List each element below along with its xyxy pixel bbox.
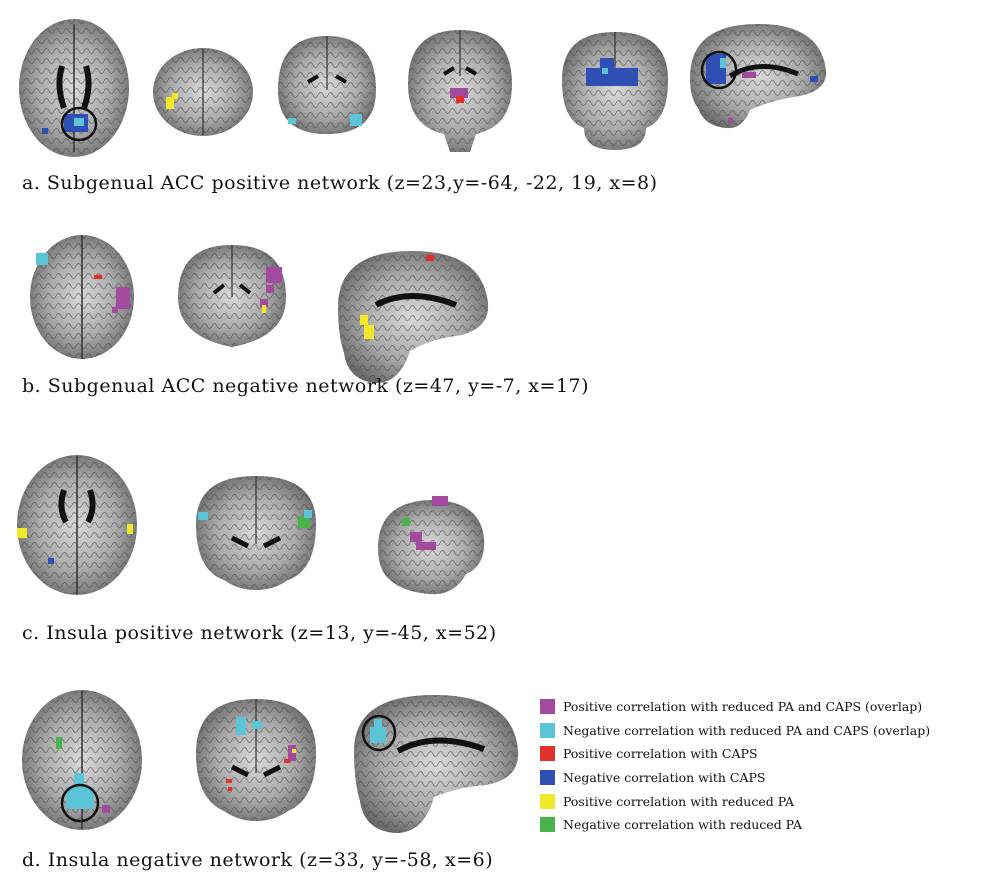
axial-slice-a	[14, 16, 134, 161]
legend-swatch-magenta	[540, 699, 555, 715]
blob-cyan	[602, 68, 608, 74]
coronal-slice-a3	[400, 26, 520, 154]
legend-swatch-green	[540, 817, 555, 833]
panel-c-caption: c. Insula positive network (z=13, y=-45,…	[22, 622, 497, 644]
legend-item: Positive correlation with CAPS	[540, 742, 995, 766]
blob-blue	[810, 76, 818, 82]
panel-c: c. Insula positive network (z=13, y=-45,…	[0, 440, 1000, 644]
panel-a: a. Subgenual ACC positive network (z=23,…	[0, 0, 1000, 210]
blob-magenta	[116, 287, 130, 309]
blob-blue	[42, 128, 48, 134]
blob-magenta	[728, 118, 733, 123]
panel-b: b. Subgenual ACC negative network (z=47,…	[0, 225, 1000, 405]
coronal-slice-c	[192, 472, 320, 592]
panel-d: d. Insula negative network (z=33, y=-58,…	[0, 675, 1000, 890]
blob-blue	[586, 68, 638, 86]
blob-yellow	[364, 325, 374, 339]
blob-cyan	[198, 512, 208, 520]
blob-cyan	[66, 787, 94, 809]
legend-label: Negative correlation with CAPS	[563, 770, 766, 786]
blob-cyan	[370, 727, 386, 743]
legend-label: Positive correlation with reduced PA	[563, 793, 795, 809]
blob-magenta	[102, 805, 110, 813]
blob-blue	[48, 558, 54, 564]
blob-magenta	[450, 88, 468, 98]
blob-cyan	[288, 118, 296, 124]
panel-a-caption: a. Subgenual ACC positive network (z=23,…	[22, 172, 658, 194]
blob-magenta	[260, 299, 268, 307]
sagittal-slice-b	[330, 243, 492, 391]
legend-label: Positive correlation with reduced PA and…	[563, 699, 923, 715]
legend-item: Positive correlation with reduced PA	[540, 789, 995, 813]
blob-yellow	[17, 528, 27, 538]
blob-cyan	[236, 717, 246, 735]
coronal-slice-b	[172, 241, 292, 351]
legend-label: Positive correlation with CAPS	[563, 746, 758, 762]
blob-yellow	[360, 315, 368, 325]
axial-slice-c	[12, 450, 142, 600]
coronal-slice-a4	[556, 28, 674, 153]
highlight-circle	[60, 106, 98, 142]
blob-red	[94, 275, 102, 279]
axial-slice-b	[26, 231, 138, 363]
blob-magenta	[416, 542, 436, 550]
coronal-slice-a1	[148, 45, 258, 140]
blob-cyan	[36, 253, 48, 265]
blob-red	[426, 255, 434, 261]
legend-item: Negative correlation with CAPS	[540, 766, 995, 790]
blob-magenta	[432, 496, 448, 506]
blob-magenta	[266, 267, 282, 283]
legend-item: Positive correlation with reduced PA and…	[540, 695, 995, 719]
sagittal-slice-d	[348, 689, 523, 839]
blob-cyan	[304, 510, 312, 518]
blob-red	[284, 759, 290, 763]
axial-slice-d	[18, 685, 146, 835]
blob-yellow	[262, 305, 266, 313]
highlight-circle	[361, 714, 397, 752]
blob-yellow	[172, 93, 178, 99]
blob-magenta	[266, 285, 274, 293]
blob-green	[402, 518, 410, 526]
blob-cyan	[74, 773, 84, 787]
legend-item: Negative correlation with reduced PA	[540, 813, 995, 837]
panel-d-caption: d. Insula negative network (z=33, y=-58,…	[22, 849, 494, 871]
blob-red	[226, 779, 232, 783]
blob-magenta	[742, 72, 756, 78]
legend: Positive correlation with reduced PA and…	[540, 695, 995, 837]
sagittal-slice-c	[370, 488, 490, 600]
blob-cyan	[350, 114, 362, 126]
highlight-circle	[60, 783, 100, 823]
blob-cyan	[720, 58, 726, 68]
coronal-slice-d	[192, 695, 320, 825]
blob-magenta	[410, 532, 422, 542]
blob-red	[456, 96, 464, 103]
legend-label: Negative correlation with reduced PA	[563, 817, 802, 833]
sagittal-slice-a	[680, 18, 830, 133]
legend-item: Negative correlation with reduced PA and…	[540, 719, 995, 743]
blob-cyan	[74, 118, 84, 126]
legend-swatch-blue	[540, 770, 555, 786]
blob-yellow	[292, 749, 296, 753]
blob-blue	[600, 58, 614, 68]
blob-green	[56, 737, 62, 749]
blob-yellow	[127, 524, 133, 534]
panel-b-caption: b. Subgenual ACC negative network (z=47,…	[22, 375, 590, 397]
legend-swatch-cyan	[540, 722, 555, 738]
blob-cyan	[374, 719, 382, 727]
legend-label: Negative correlation with reduced PA and…	[563, 722, 931, 738]
coronal-slice-a2	[268, 30, 386, 140]
blob-cyan	[252, 721, 262, 729]
blob-yellow	[166, 97, 174, 109]
blob-magenta	[112, 307, 118, 313]
highlight-circle	[700, 50, 738, 90]
blob-red	[228, 787, 232, 791]
legend-swatch-yellow	[540, 793, 555, 809]
legend-swatch-red	[540, 746, 555, 762]
blob-green	[298, 516, 310, 528]
